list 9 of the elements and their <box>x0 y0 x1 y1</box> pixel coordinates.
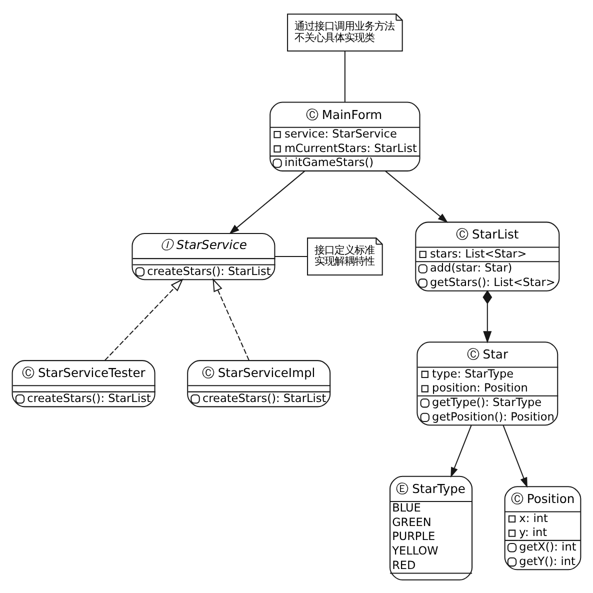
arrow <box>229 170 306 234</box>
connector <box>274 256 308 257</box>
arrow <box>450 424 472 478</box>
connector <box>344 50 346 102</box>
arrow <box>385 170 448 222</box>
arrow <box>104 278 184 360</box>
arrow <box>482 290 492 343</box>
arrow <box>212 278 250 360</box>
arrow <box>502 424 528 488</box>
